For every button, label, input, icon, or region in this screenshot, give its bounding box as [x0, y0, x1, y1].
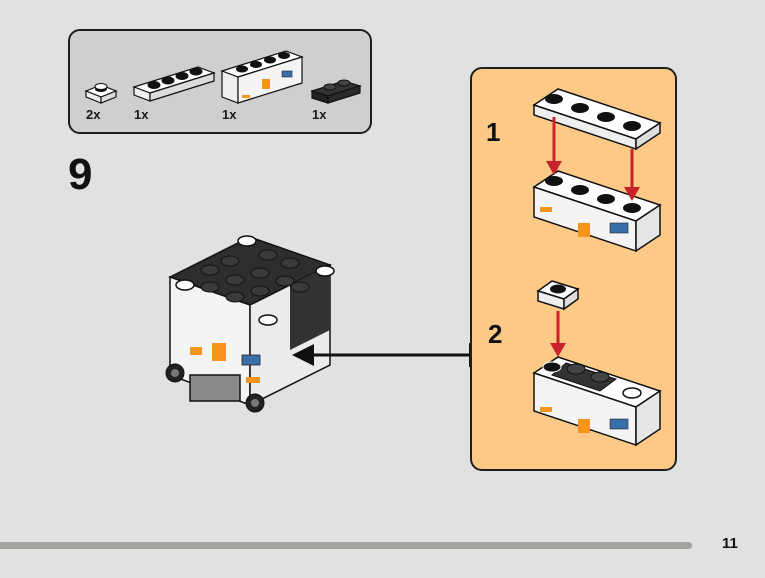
model-illustration: [150, 225, 360, 430]
brick-1x4-printed-icon: [220, 50, 304, 104]
parts-list-box: 2x 1x 1x: [68, 29, 372, 134]
part-1x4-white-plate: 1x: [132, 61, 216, 122]
part-qty: 1x: [222, 107, 237, 122]
part-qty: 1x: [312, 107, 327, 122]
part-qty: 2x: [86, 107, 101, 122]
brick-cube-model-icon: [165, 235, 335, 413]
part-qty: 1x: [134, 107, 149, 122]
substep-1-illustration: [532, 88, 662, 253]
callout-pointer-arrow: [292, 343, 471, 367]
part-1x2-black-plate: 1x: [310, 75, 362, 122]
substep-number-2: 2: [488, 319, 503, 349]
plate-1x4-icon: [132, 66, 216, 102]
footer-progress-bar: [0, 542, 692, 549]
plate-1x2-black-icon: [310, 79, 362, 104]
part-1x1-white-plate: 2x: [84, 79, 118, 122]
substep-number-1: 1: [486, 117, 501, 147]
step-number: 9: [68, 150, 93, 199]
sub-assembly-callout: 1 2: [470, 67, 677, 471]
plate-1x1-icon: [84, 83, 118, 104]
substep-2-illustration: [532, 280, 662, 447]
part-1x4-printed-brick: 1x: [220, 45, 306, 122]
page-number: 11: [722, 535, 738, 552]
